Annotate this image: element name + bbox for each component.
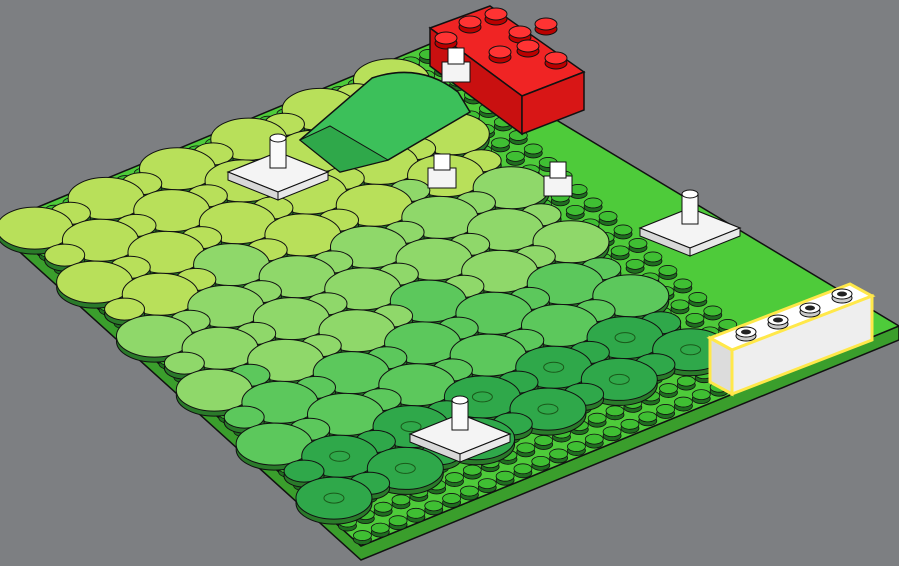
stud [566, 205, 584, 219]
stud [614, 225, 632, 239]
stud [550, 449, 568, 463]
brick-stud [517, 40, 539, 57]
stud [657, 404, 675, 418]
stud [639, 412, 657, 426]
stud [626, 259, 644, 273]
stud [506, 151, 524, 165]
stud [603, 427, 621, 441]
brick-stud [459, 16, 481, 33]
brick-stud [545, 52, 567, 69]
stud [478, 479, 496, 493]
stud [463, 465, 481, 479]
brick-stud [535, 18, 557, 35]
stud [524, 144, 542, 158]
stud [425, 501, 443, 515]
brick-stud [800, 303, 820, 317]
stud [674, 397, 692, 411]
stud [374, 502, 392, 516]
stud [671, 300, 689, 314]
stud [621, 419, 639, 433]
stud [460, 486, 478, 500]
stud [535, 435, 553, 449]
stud [443, 493, 461, 507]
stud [584, 198, 602, 212]
brick-stud [768, 315, 788, 329]
stud [629, 238, 647, 252]
stud [659, 265, 677, 279]
stud [514, 464, 532, 478]
round-tile [296, 477, 372, 524]
stud [371, 523, 389, 537]
stud [517, 443, 535, 457]
stud [567, 442, 585, 456]
stud [677, 376, 695, 390]
stud [644, 252, 662, 266]
stud [588, 413, 606, 427]
stud [689, 292, 707, 306]
stud [692, 390, 710, 404]
stud [599, 211, 617, 225]
stud [496, 471, 514, 485]
stud [611, 246, 629, 260]
stud [407, 508, 425, 522]
stud [491, 138, 509, 152]
stud [704, 306, 722, 320]
brick-stud [489, 46, 511, 63]
brick-stud [736, 327, 756, 341]
stud [686, 313, 704, 327]
stud [353, 531, 371, 545]
stud [606, 406, 624, 420]
stud [389, 516, 407, 530]
stud [659, 384, 677, 398]
stud [532, 456, 550, 470]
stud [585, 434, 603, 448]
brick-stud [832, 289, 852, 303]
stud [674, 279, 692, 293]
stud [392, 495, 410, 509]
brick-stud [435, 32, 457, 49]
stud [445, 473, 463, 487]
brick-stud [485, 8, 507, 25]
